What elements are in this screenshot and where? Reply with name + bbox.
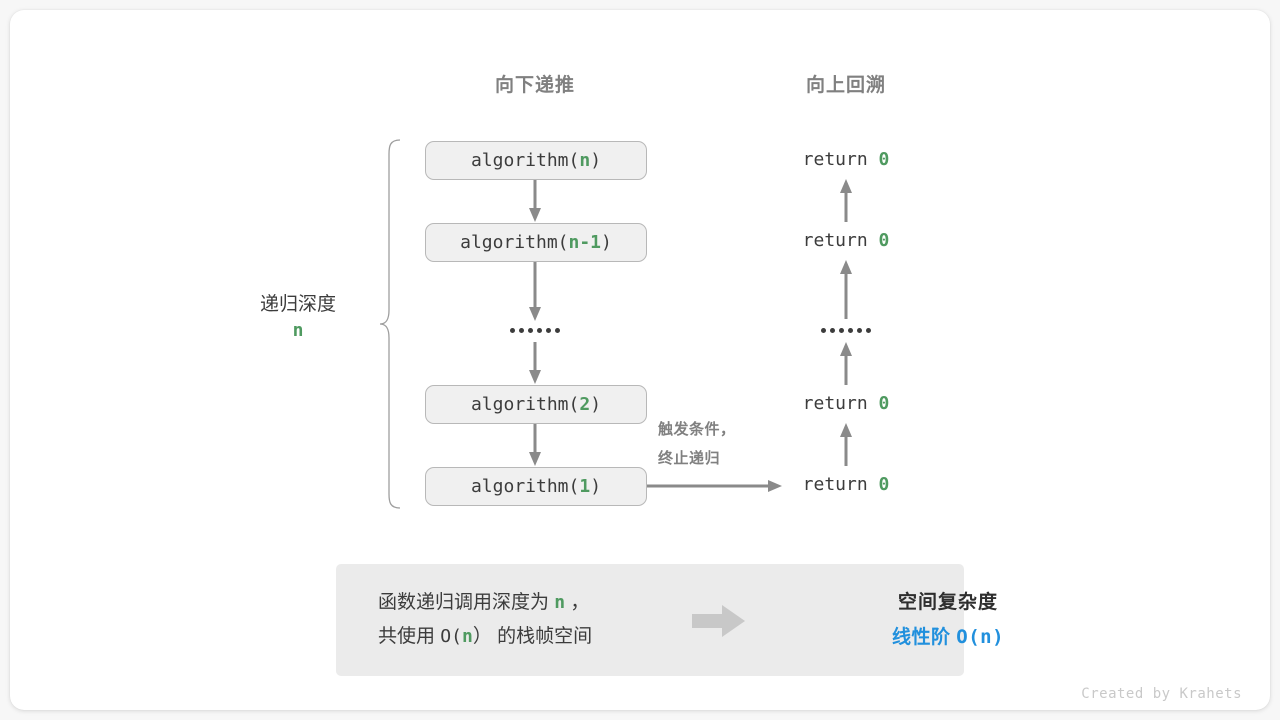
return-value: 0: [878, 474, 890, 495]
call-box-prefix: algorithm(: [470, 394, 580, 415]
base-case-arrow-icon: [647, 480, 782, 492]
call-box-suffix: ): [590, 150, 602, 171]
call-box-suffix: ): [590, 476, 602, 497]
summary-result-zh: 线性阶: [891, 627, 957, 648]
call-box-arg: n: [579, 150, 591, 171]
summary-line-2-a: 共使用: [378, 626, 441, 647]
return-keyword: return: [802, 393, 868, 414]
summary-line-2-n: n: [461, 626, 473, 647]
summary-panel: 函数递归调用深度为 n ， 共使用 O(n） 的栈帧空间 空间复杂度 线性阶 O…: [336, 564, 1004, 676]
call-stack-ellipsis: [510, 328, 560, 333]
return-keyword: return: [802, 474, 868, 495]
up-arrow-1-icon: [840, 179, 852, 222]
call-box-suffix: ): [590, 394, 602, 415]
base-case-line-2: 终止递归: [658, 450, 721, 467]
return-keyword: return: [802, 230, 868, 251]
recursion-depth-brace: [379, 139, 401, 509]
return-row-4: return 0: [803, 474, 890, 495]
diagram-card: 向下递推 向上回溯 递归深度 n algorithm(n) algorithm(…: [10, 10, 1270, 710]
call-box-suffix: ): [601, 232, 612, 253]
call-box-prefix: algorithm(: [470, 150, 580, 171]
recursion-depth-label: 递归深度 n: [260, 292, 336, 344]
call-box-prefix: algorithm(: [470, 476, 580, 497]
credit-text: Created by Krahets: [1081, 686, 1242, 702]
call-box-arg: 2: [579, 394, 591, 415]
right-block-arrow-icon: [692, 605, 745, 637]
summary-result-notation: O(n): [956, 626, 1005, 648]
summary-line-2-close: ）: [472, 626, 492, 647]
call-box-arg: n-1: [568, 232, 602, 253]
summary-line-2-o: O(: [440, 626, 462, 647]
summary-line-2-b: 的栈帧空间: [491, 626, 593, 647]
call-box-arg: 1: [579, 476, 591, 497]
summary-line-1: 函数递归调用深度为 n ，: [378, 586, 592, 620]
return-row-2: return 0: [803, 230, 890, 251]
summary-conclusion: 空间复杂度 线性阶 O(n): [848, 586, 1048, 655]
summary-line-1-b: ，: [565, 592, 590, 613]
summary-line-2: 共使用 O(n） 的栈帧空间: [378, 620, 592, 654]
summary-conclusion-result: 线性阶 O(n): [848, 620, 1048, 655]
up-arrow-2-icon: [840, 260, 852, 319]
column-header-backtrack-up: 向上回溯: [805, 75, 887, 96]
call-box-prefix: algorithm(: [460, 232, 569, 253]
return-value: 0: [878, 230, 890, 251]
base-case-label: 触发条件， 终止递归: [658, 415, 736, 473]
return-row-1: return 0: [803, 149, 890, 170]
call-box-2[interactable]: algorithm(2): [425, 385, 647, 424]
call-box-n[interactable]: algorithm(n): [425, 141, 647, 180]
return-row-3: return 0: [803, 393, 890, 414]
column-header-recursion-down: 向下递推: [494, 75, 576, 96]
call-box-1[interactable]: algorithm(1): [425, 467, 647, 506]
base-case-line-1: 触发条件，: [658, 421, 736, 438]
summary-line-1-n: n: [554, 592, 566, 613]
summary-line-1-a: 函数递归调用深度为: [378, 592, 555, 613]
down-arrow-4-icon: [529, 424, 541, 466]
summary-conclusion-title: 空间复杂度: [897, 592, 998, 613]
up-arrow-4-icon: [840, 423, 852, 466]
down-arrow-2-icon: [529, 262, 541, 321]
up-arrow-3-icon: [840, 342, 852, 385]
call-box-n-minus-1[interactable]: algorithm(n-1): [425, 223, 647, 262]
return-value: 0: [878, 393, 890, 414]
return-ellipsis: [821, 328, 871, 333]
down-arrow-1-icon: [529, 180, 541, 222]
recursion-depth-value: n: [292, 320, 304, 341]
recursion-depth-text: 递归深度: [259, 294, 337, 315]
return-keyword: return: [802, 149, 868, 170]
down-arrow-3-icon: [529, 342, 541, 384]
return-value: 0: [878, 149, 890, 170]
summary-description: 函数递归调用深度为 n ， 共使用 O(n） 的栈帧空间: [378, 586, 592, 654]
